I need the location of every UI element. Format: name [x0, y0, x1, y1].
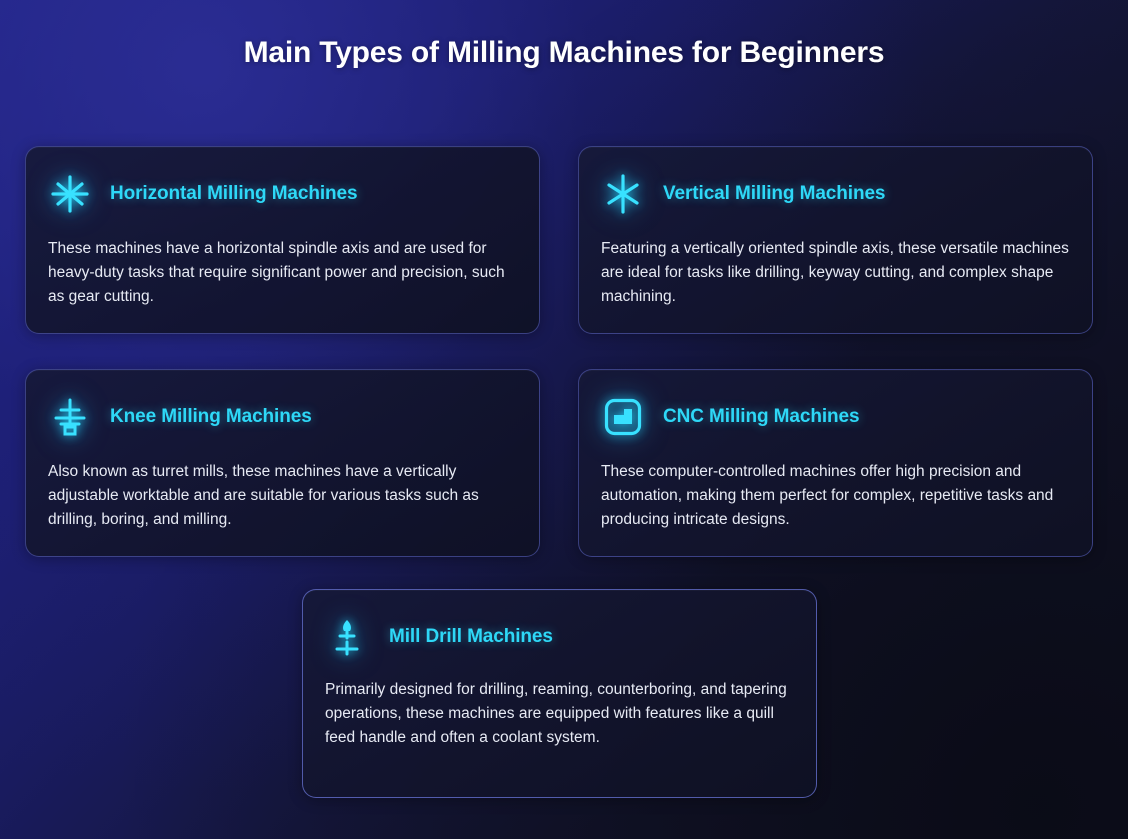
card-description: Featuring a vertically oriented spindle …: [601, 240, 1069, 305]
card-description: These computer-controlled machines offer…: [601, 463, 1054, 528]
knee-mill-column-icon: [48, 395, 92, 439]
card-title: CNC Milling Machines: [663, 406, 860, 427]
horizontal-spindle-asterisk-icon: [48, 172, 92, 216]
card-header: Mill Drill Machines: [325, 610, 794, 664]
card-header: Knee Milling Machines: [48, 390, 517, 444]
cnc-screen-icon: [601, 395, 645, 439]
card-title: Horizontal Milling Machines: [110, 183, 358, 204]
card-horizontal-milling[interactable]: Horizontal Milling Machines These machin…: [25, 146, 540, 334]
card-knee-milling[interactable]: Knee Milling Machines Also known as turr…: [25, 369, 540, 557]
card-vertical-milling[interactable]: Vertical Milling Machines Featuring a ve…: [578, 146, 1093, 334]
card-header: CNC Milling Machines: [601, 390, 1070, 444]
mill-drill-quill-icon: [325, 615, 369, 659]
page-title: Main Types of Milling Machines for Begin…: [243, 36, 885, 69]
card-cnc-milling[interactable]: CNC Milling Machines These computer-cont…: [578, 369, 1093, 557]
card-description: These machines have a horizontal spindle…: [48, 240, 505, 305]
card-header: Horizontal Milling Machines: [48, 167, 517, 221]
card-title: Vertical Milling Machines: [663, 183, 886, 204]
card-header: Vertical Milling Machines: [601, 167, 1070, 221]
card-title: Knee Milling Machines: [110, 406, 312, 427]
vertical-spindle-asterisk-icon: [601, 172, 645, 216]
card-description: Primarily designed for drilling, reaming…: [325, 681, 787, 746]
card-title: Mill Drill Machines: [389, 626, 553, 647]
card-description: Also known as turret mills, these machin…: [48, 463, 479, 528]
card-mill-drill[interactable]: Mill Drill Machines Primarily designed f…: [302, 589, 817, 798]
